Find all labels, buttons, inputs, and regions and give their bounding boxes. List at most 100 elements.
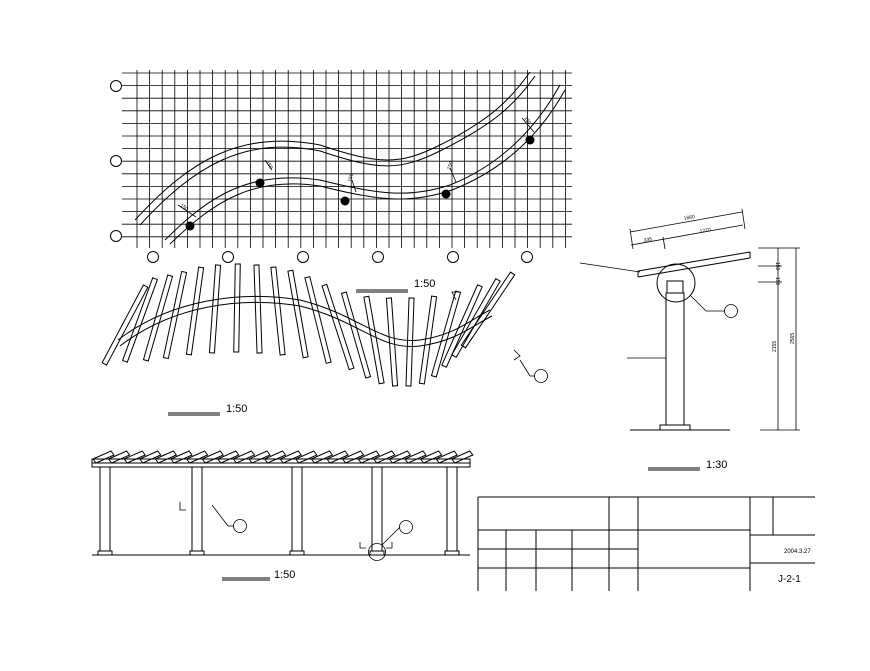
beam-curve-outer-b xyxy=(139,75,536,226)
elevation-slat-body xyxy=(388,450,412,464)
arc-slat-body xyxy=(321,283,355,371)
arc-slat-body xyxy=(101,284,149,366)
elevation-slat xyxy=(357,450,380,464)
column-dots xyxy=(185,135,535,231)
elevation-slat xyxy=(404,450,427,464)
elevation-column-base xyxy=(444,550,460,556)
elevation-top-slats xyxy=(92,450,474,464)
elevation-slat-body xyxy=(326,450,349,464)
elevation-column-base xyxy=(97,550,113,556)
axis-bubble-column xyxy=(521,251,533,263)
arc-slat xyxy=(304,276,332,364)
arc-slat xyxy=(405,297,415,387)
elevation-callout-base xyxy=(359,520,413,561)
plan-dimension-ticks xyxy=(177,117,535,218)
arc-beam-b xyxy=(119,301,493,348)
elevation-slat xyxy=(388,450,412,464)
arc-slat-body xyxy=(340,291,372,379)
section-dim-side-mid: 2155 xyxy=(772,341,778,352)
section-dim-top-left: 335 xyxy=(643,237,652,244)
elevation-slat xyxy=(435,450,458,464)
plan-dim-label-4: 150 xyxy=(446,161,455,171)
elevation-slat-body xyxy=(279,450,302,464)
elevation-slat-body xyxy=(217,450,240,464)
arc-slat xyxy=(142,274,174,362)
arc-slat-body xyxy=(142,274,174,362)
elevation-slat-body xyxy=(139,450,162,464)
arc-slat xyxy=(233,263,241,353)
elevation-slat xyxy=(310,450,334,464)
title-block: 2004.3.27 J-2-1 xyxy=(477,496,815,591)
elevation-slat-body xyxy=(341,450,365,464)
arc-slat-body xyxy=(441,284,483,368)
section-dim-side-overall: 2565 xyxy=(790,333,796,344)
elevation-slat xyxy=(263,450,287,464)
pergola-elevation-view: 1:50 xyxy=(91,450,474,581)
section-dim-top-right: 1270 xyxy=(699,227,711,235)
column-cap xyxy=(666,280,684,294)
elevation-slat-body xyxy=(123,450,146,464)
elevation-slat-body xyxy=(154,450,178,464)
elevation-slat-body xyxy=(419,450,443,464)
plan-dim-label-1: 150 xyxy=(179,203,189,213)
plan-grid-scale: 1:50 xyxy=(414,278,435,290)
elevation-slat-body xyxy=(107,450,131,464)
elevation-slat xyxy=(341,450,365,464)
arc-slat xyxy=(270,266,286,356)
axis-bubble-column xyxy=(222,251,234,263)
arc-slat xyxy=(253,264,263,354)
elevation-column-base xyxy=(189,550,205,556)
elevation-slat-body xyxy=(373,450,396,464)
title-block-frame xyxy=(477,496,815,591)
elevation-slat xyxy=(170,450,193,464)
arc-slat-body xyxy=(405,297,415,387)
elevation-slat-body xyxy=(404,450,427,464)
column-shaft xyxy=(665,292,685,426)
elevation-column-base xyxy=(289,550,305,556)
section-leader-left xyxy=(579,262,641,273)
beam-curve-inner-b xyxy=(169,89,566,245)
elevation-slat-body xyxy=(248,450,271,464)
elevation-slat xyxy=(201,450,224,464)
elevation-column-shaft xyxy=(191,466,203,552)
elevation-slat-body xyxy=(170,450,193,464)
arc-slat-body xyxy=(385,297,399,387)
section-dim-side-small-a: 150 xyxy=(774,262,780,271)
elevation-slat-body xyxy=(263,450,287,464)
elevation-slat xyxy=(232,450,256,464)
arc-slat-body xyxy=(304,276,332,364)
arc-slat xyxy=(418,295,438,385)
section-side-dimensions xyxy=(758,247,800,431)
elevation-column-shaft xyxy=(291,466,303,552)
section-scale: 1:30 xyxy=(706,459,727,471)
arc-plan-scale: 1:50 xyxy=(226,403,247,415)
elevation-slat-body xyxy=(357,450,380,464)
elevation-slat-body xyxy=(310,450,334,464)
arc-slat xyxy=(121,277,159,363)
arc-slats xyxy=(101,263,516,387)
elevation-slat xyxy=(326,450,349,464)
elevation-slat-body xyxy=(232,450,256,464)
elevation-scale: 1:50 xyxy=(274,569,295,581)
arc-slat xyxy=(162,270,188,360)
axis-bubble-column xyxy=(372,251,384,263)
arc-slat xyxy=(101,284,149,366)
elevation-slat xyxy=(107,450,131,464)
arc-slat-body xyxy=(185,266,205,356)
axis-bubble-column xyxy=(447,251,459,263)
elevation-slat xyxy=(154,450,178,464)
plan-dim-label-2: 150 xyxy=(264,160,273,170)
elevation-slat xyxy=(248,450,271,464)
arc-slat-body xyxy=(233,263,241,353)
elevation-slat xyxy=(217,450,240,464)
joint-detail-circle xyxy=(656,263,696,303)
arc-slat xyxy=(185,266,205,356)
arc-slat xyxy=(287,269,309,359)
arc-slat-body xyxy=(162,270,188,360)
elevation-slat-body xyxy=(185,450,209,464)
elevation-column-shaft xyxy=(446,466,458,552)
top-beam-lower xyxy=(637,257,751,278)
plan-grid-view: 150 150 150 150 150 1:50 xyxy=(110,70,572,293)
section-dim-side-small-b: 150 xyxy=(774,277,780,286)
arc-slat-body xyxy=(287,269,309,359)
